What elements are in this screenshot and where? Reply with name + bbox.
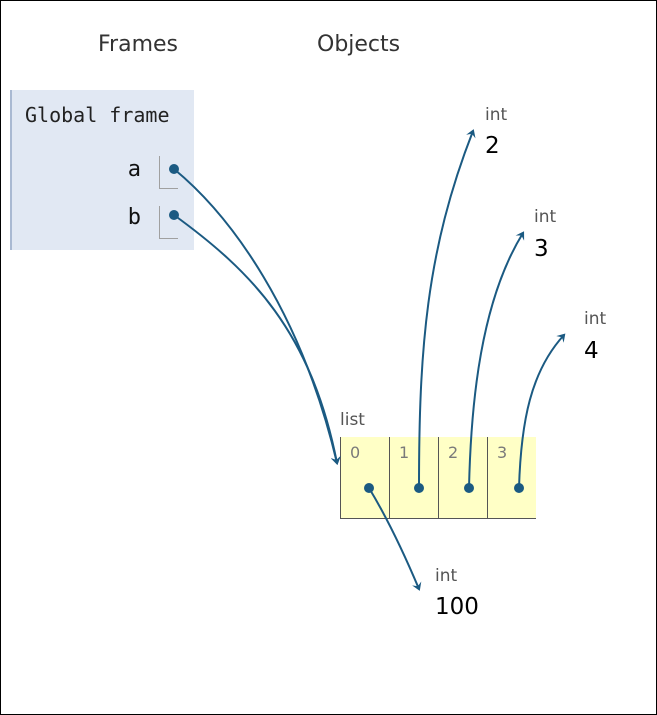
list-index: 0 <box>350 443 361 462</box>
global-frame: Global frame a b <box>10 90 194 250</box>
pointer-dot-list0 <box>364 483 374 493</box>
list-cell: 1 <box>389 437 438 519</box>
int-value: 100 <box>435 594 479 620</box>
frame-title: Global frame <box>25 103 170 127</box>
list-object: 0 1 2 3 <box>340 437 538 519</box>
int-value: 3 <box>534 236 549 262</box>
pointer-b-to-list <box>173 214 341 465</box>
pointer-dot-b <box>169 210 179 220</box>
pointer-list1-to-int2 <box>418 129 476 489</box>
int-type-label: int <box>584 309 607 329</box>
pointer-list2-to-int3 <box>468 231 525 489</box>
pointer-list0-to-int100 <box>368 487 422 591</box>
int-type-label: int <box>485 105 508 125</box>
pointer-a-to-list <box>173 168 341 465</box>
list-cell: 3 <box>487 437 536 519</box>
list-cell: 2 <box>438 437 487 519</box>
pointer-dot-a <box>169 164 179 174</box>
pointer-dot-list2 <box>464 483 474 493</box>
objects-header: Objects <box>317 32 401 57</box>
list-index: 2 <box>448 443 459 462</box>
pointer-dot-list3 <box>514 483 524 493</box>
pointer-dot-list1 <box>414 483 424 493</box>
int-value: 2 <box>485 133 500 159</box>
int-value: 4 <box>584 338 599 364</box>
variable-slot-b <box>159 206 178 239</box>
int-type-label: int <box>435 566 458 586</box>
list-type-label: list <box>340 410 365 430</box>
int-type-label: int <box>534 207 557 227</box>
list-index: 3 <box>497 443 508 462</box>
list-cell: 0 <box>340 437 389 519</box>
variable-slot-a <box>159 156 178 189</box>
frames-header: Frames <box>98 32 179 57</box>
pointer-list3-to-int4 <box>518 333 566 489</box>
variable-name-b: b <box>127 205 141 230</box>
variable-name-a: a <box>127 157 141 182</box>
list-index: 1 <box>399 443 410 462</box>
